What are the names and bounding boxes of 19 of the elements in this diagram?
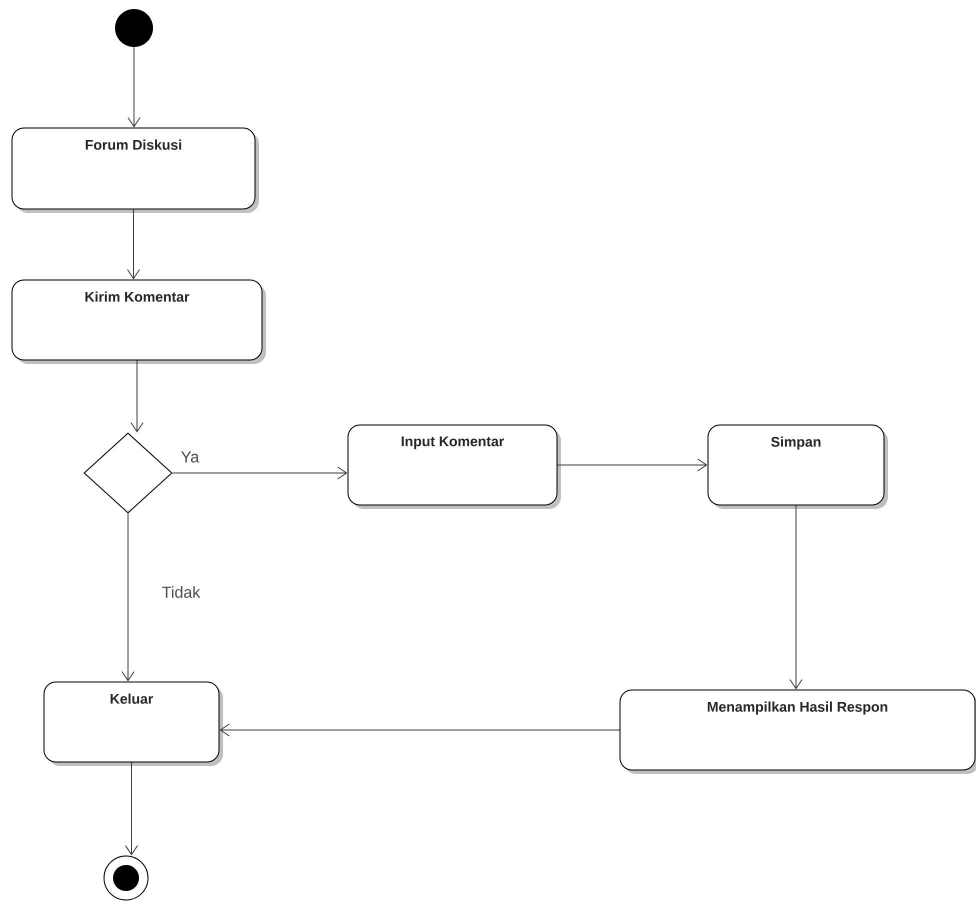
action-box: Menampilkan Hasil Respon [620,690,976,774]
arrow [125,762,138,856]
arrow [130,360,144,432]
edge-label: Tidak [160,585,202,599]
arrow [128,46,140,128]
action-box: Kirim Komentar [12,280,266,364]
arrow [127,209,140,280]
arrow [790,505,802,690]
arrow [172,466,348,480]
action-box: Keluar [44,682,223,766]
arrow [557,458,708,472]
arrow [220,724,620,736]
start-node [115,9,153,47]
action-box: Simpan [708,424,888,509]
action-box: Input Komentar [348,424,561,509]
action-box: Forum Diskusi [12,128,259,213]
edge-label: Ya [180,450,200,464]
end-node [104,856,148,900]
arrow [122,513,134,682]
